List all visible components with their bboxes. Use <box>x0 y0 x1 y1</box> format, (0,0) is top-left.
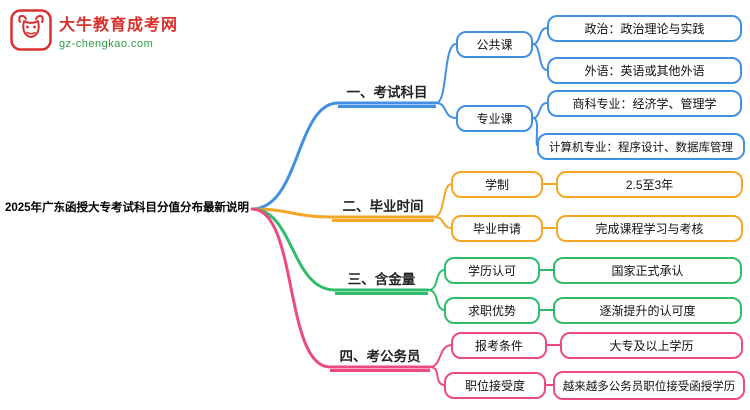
connector-degree-recognition <box>427 269 446 291</box>
connector-main-branch2 <box>250 207 436 219</box>
branch2-connectors <box>250 183 557 229</box>
node-politics: 政治：政治理论与实践 <box>547 15 742 42</box>
node-degree-recognition-value: 国家正式承认 <box>553 257 742 284</box>
node-public-course: 公共课 <box>456 31 533 58</box>
node-business-major: 商科专业：经济学、管理学 <box>547 90 742 117</box>
node-job-advantage: 求职优势 <box>444 297 540 324</box>
branch-label-civil-service: 四、考公务员 <box>330 345 430 372</box>
bull-logo-icon <box>10 9 52 51</box>
connector-main-branch4 <box>250 207 432 369</box>
connector-public-course <box>435 43 457 104</box>
connector-job-advantage <box>427 289 446 311</box>
node-position-acceptance-value: 越来越多公务员职位接受函授学历 <box>553 371 745 400</box>
connector-politics <box>532 27 548 45</box>
node-foreign-language: 外语：英语或其他外语 <box>547 57 742 84</box>
site-url: gz-chengkao.com <box>59 37 154 50</box>
site-logo[interactable]: 大牛教育成考网 gz-chengkao.com <box>10 9 178 51</box>
connector-application-conditions <box>429 344 453 368</box>
node-graduation-application-value: 完成课程学习与考核 <box>556 215 743 242</box>
connector-main-branch3 <box>250 207 430 292</box>
connector-schooling-length <box>433 183 453 218</box>
site-name: 大牛教育成考网 <box>59 16 179 34</box>
branch4-connectors <box>250 207 561 386</box>
node-position-acceptance: 职位接受度 <box>444 372 546 399</box>
branch-label-degree-value: 三、含金量 <box>335 268 428 295</box>
logo-text: 大牛教育成考网 gz-chengkao.com <box>59 11 178 50</box>
node-computer-major: 计算机专业：程序设计、数据库管理 <box>537 133 745 160</box>
connector-foreign-language <box>532 43 548 71</box>
node-schooling-length: 学制 <box>451 171 543 198</box>
branch3-connectors <box>250 207 554 311</box>
node-degree-recognition: 学历认可 <box>444 257 540 284</box>
node-schooling-length-value: 2.5至3年 <box>556 171 743 198</box>
connector-business-major <box>532 102 548 119</box>
main-topic: 2025年广东函授大专考试科目分值分布最新说明 <box>4 202 250 214</box>
branch-label-graduation-time: 二、毕业时间 <box>332 195 434 222</box>
node-application-conditions: 报考条件 <box>451 332 547 359</box>
node-application-conditions-value: 大专及以上学历 <box>560 332 743 359</box>
branch-label-exam-subjects: 一、考试科目 <box>338 81 436 108</box>
connector-major-course <box>435 102 457 119</box>
connector-main-branch1 <box>250 101 438 211</box>
node-job-advantage-value: 逐渐提升的认可度 <box>553 297 742 324</box>
branch1-connectors <box>250 27 548 211</box>
node-major-course: 专业课 <box>456 105 533 132</box>
connector-graduation-application <box>433 216 453 229</box>
connector-position-acceptance <box>429 366 446 386</box>
node-graduation-application: 毕业申请 <box>451 215 543 242</box>
